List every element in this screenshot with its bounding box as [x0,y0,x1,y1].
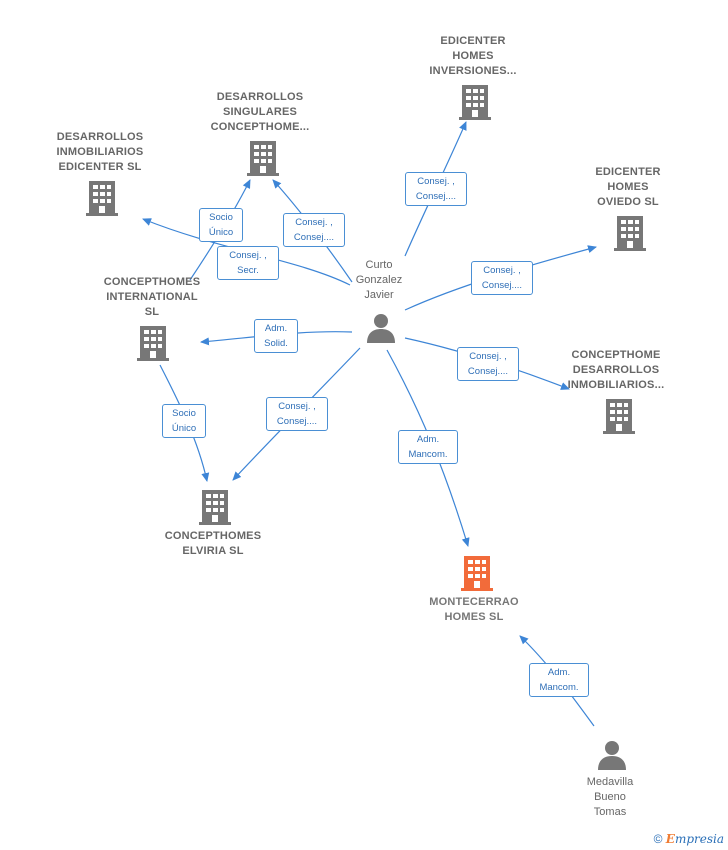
company-label-concepthomes-international[interactable]: CONCEPTHOMES INTERNATIONAL SL [103,276,201,318]
building-icon[interactable] [603,398,635,434]
building-icon[interactable] [247,140,279,176]
edge-label-adm-solid[interactable]: Adm. Solid. [254,319,298,353]
brand-initial: E [665,832,675,846]
edge-label-consej-inversiones[interactable]: Consej. , Consej.... [405,172,467,206]
building-icon[interactable] [86,180,118,216]
edge-label-consej-elviria[interactable]: Consej. , Consej.... [266,397,328,431]
edge-label-consej-concepthome[interactable]: Consej. , Consej.... [457,347,519,381]
company-label-concepthome-desarrollos[interactable]: CONCEPTHOME DESARROLLOS INMOBILIARIOS... [567,349,665,391]
company-label-desarrollos-singulares[interactable]: DESARROLLOS SINGULARES CONCEPTHOME... [210,91,310,133]
company-label-montecerrao[interactable]: MONTECERRAO HOMES SL [429,596,519,623]
building-icon-main[interactable] [461,555,493,591]
edge-label-socio-unico-2[interactable]: Socio Único [162,404,206,438]
brand-name: mpresia [674,832,724,846]
person-icon[interactable] [598,740,626,770]
company-label-concepthomes-elviria[interactable]: CONCEPTHOMES ELVIRIA SL [164,530,262,557]
building-icon[interactable] [137,325,169,361]
edge-label-consej-oviedo[interactable]: Consej. , Consej.... [471,261,533,295]
edge-label-consej-secr[interactable]: Consej. , Secr. [217,246,279,280]
edge-label-socio-unico[interactable]: Socio Único [199,208,243,242]
person-label-curto[interactable]: Curto Gonzalez Javier [355,259,403,301]
building-icon[interactable] [199,489,231,525]
edge-label-adm-mancom-2[interactable]: Adm. Mancom. [529,663,589,697]
company-label-edicenter-inversiones[interactable]: EDICENTER HOMES INVERSIONES... [429,35,517,77]
company-label-desarrollos-inmobiliarios[interactable]: DESARROLLOS INMOBILIARIOS EDICENTER SL [56,131,144,173]
copyright-symbol: © [653,832,663,846]
footer-brand: © Empresia [654,832,724,846]
edge-label-consej-singulares[interactable]: Consej. , Consej.... [283,213,345,247]
edge-label-adm-mancom[interactable]: Adm. Mancom. [398,430,458,464]
building-icon[interactable] [459,84,491,120]
company-label-edicenter-oviedo[interactable]: EDICENTER HOMES OVIEDO SL [595,166,661,208]
building-icon[interactable] [614,215,646,251]
person-icon[interactable] [367,313,395,343]
person-label-medavilla[interactable]: Medavilla Bueno Tomas [586,776,634,818]
